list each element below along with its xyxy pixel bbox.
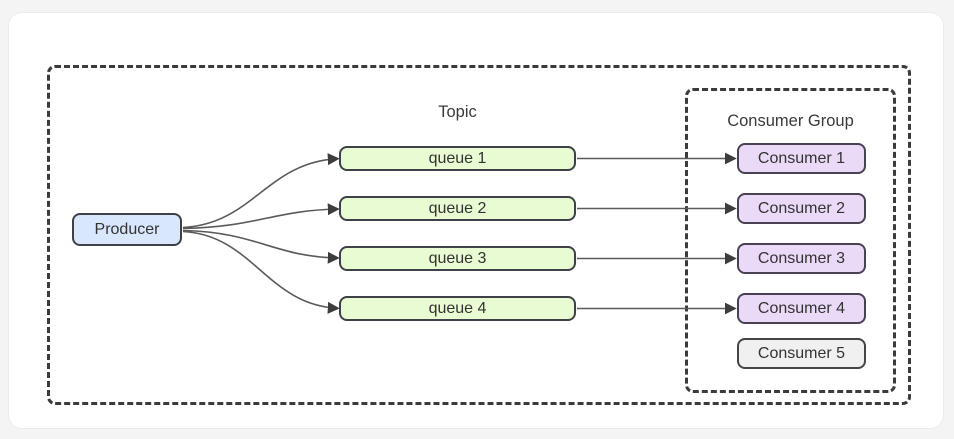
queue-node-1: queue 1 [339, 146, 576, 171]
queue-node-2: queue 2 [339, 196, 576, 221]
system-boundary [47, 65, 911, 405]
consumer-node-2: Consumer 2 [737, 193, 866, 224]
consumer-group-boundary [685, 88, 896, 393]
queue-node-3: queue 3 [339, 246, 576, 271]
consumer-node-5-inactive: Consumer 5 [737, 338, 866, 369]
producer-node: Producer [72, 213, 182, 246]
consumer-group-label: Consumer Group [727, 112, 854, 130]
topic-label: Topic [438, 103, 477, 121]
consumer-node-1: Consumer 1 [737, 143, 866, 174]
consumer-node-4: Consumer 4 [737, 293, 866, 324]
consumer-node-3: Consumer 3 [737, 243, 866, 274]
diagram-card: Topic Consumer Group Producer queue 1 qu… [8, 12, 944, 429]
queue-node-4: queue 4 [339, 296, 576, 321]
